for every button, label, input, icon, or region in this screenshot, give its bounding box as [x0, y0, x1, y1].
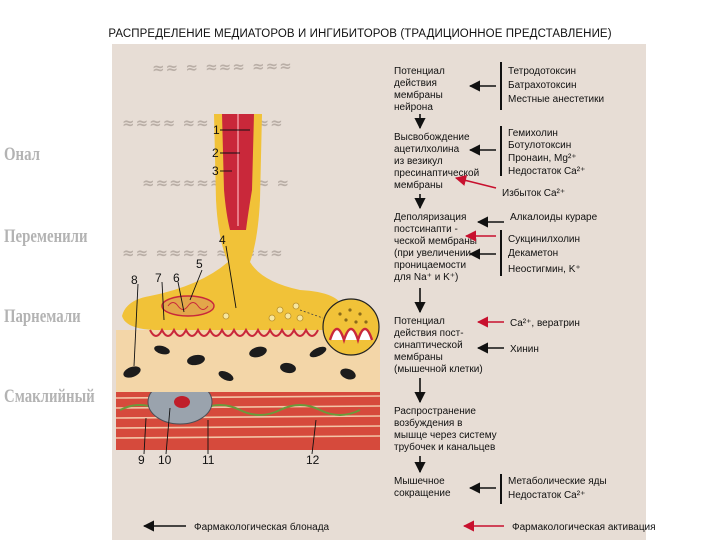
label-3: 3	[212, 164, 219, 178]
step-muscle-contraction: Мышечное сокращение	[394, 476, 451, 499]
agent-column: Тетродотоксин Батрахотоксин Местные анес…	[500, 62, 607, 504]
step-line: постсинапти -	[394, 224, 458, 235]
agent-bracket	[500, 62, 502, 110]
agent-line: Батрахотоксин	[508, 80, 576, 91]
agent-line: Недостаток Ca²⁺	[508, 490, 585, 501]
step-line: из везикул	[394, 156, 443, 167]
agent-line: Избыток Ca²⁺	[502, 187, 565, 199]
leader-lines	[133, 129, 317, 455]
step-line: проницаемости	[394, 260, 466, 271]
legend-activation-label: Фармакологическая активация	[512, 522, 656, 533]
nerve-axon	[122, 114, 345, 337]
agent-line: Метаболические яды	[508, 475, 607, 487]
label-9: 9	[138, 453, 145, 467]
agent-line: Тетродотоксин	[508, 66, 576, 77]
label-1: 1	[213, 123, 220, 137]
step-line: возбуждения в	[394, 417, 462, 429]
step-line: Мышечное	[394, 476, 445, 487]
step-line: Высвобождение	[394, 131, 470, 143]
agent-line: Недостаток Ca²⁺	[508, 166, 585, 177]
label-8: 8	[131, 273, 138, 287]
step-line: Распространение	[394, 406, 476, 417]
step-line: мышце через систему	[394, 430, 497, 441]
label-12: 12	[306, 453, 320, 467]
agent-bracket	[500, 474, 502, 504]
effect-arrows	[454, 80, 504, 494]
step-line: действия пост-	[394, 328, 464, 339]
side-label: Парнемали	[4, 306, 81, 327]
legend: Фармакологическая блонада Фармакологичес…	[142, 520, 656, 533]
step-line: мембраны	[394, 179, 443, 191]
step-line: ацетилхолина	[394, 144, 460, 155]
step-neuron-action-potential: Потенциал действия мембраны нейрона	[394, 66, 445, 113]
legend-blockade-label: Фармакологическая блонада	[194, 521, 330, 533]
label-6: 6	[173, 271, 180, 285]
magnified-synapse-inset	[299, 298, 380, 356]
label-5: 5	[196, 257, 203, 271]
label-4: 4	[219, 233, 226, 247]
step-line: для Na⁺ и K⁺)	[394, 272, 458, 283]
agent-bracket	[500, 126, 502, 176]
step-depolarization: Деполяризация постсинапти - ческой мембр…	[394, 212, 477, 283]
step-line: ческой мембраны	[394, 235, 477, 247]
step-line: Деполяризация	[394, 212, 466, 223]
step-line: нейрона	[394, 102, 433, 113]
step-line: Потенциал	[394, 66, 445, 77]
step-line: (при увеличении	[394, 248, 471, 259]
side-label: Смаклийный	[4, 386, 95, 407]
side-label: Онал	[4, 144, 40, 165]
step-line: пресинаптической	[394, 168, 479, 179]
step-line: (мышечной клетки)	[394, 364, 483, 375]
step-line: сокращение	[394, 488, 451, 499]
agent-line: Ca²⁺, вератрин	[510, 318, 580, 329]
side-label: Переменили	[4, 226, 88, 247]
step-postsynaptic-action-potential: Потенциал действия пост- синаптической м…	[394, 316, 483, 375]
agent-bracket	[500, 230, 502, 276]
step-column: Потенциал действия мембраны нейрона Высв…	[394, 66, 497, 499]
step-acetylcholine-release: Высвобождение ацетилхолина из везикул пр…	[394, 131, 479, 191]
label-11: 11	[202, 453, 215, 467]
step-line: синаптической	[394, 340, 463, 351]
agent-line: Местные анестетики	[508, 94, 604, 105]
agent-line: Декаметон	[508, 248, 558, 259]
activation-arrow	[454, 175, 497, 189]
step-line: действия	[394, 78, 437, 89]
agent-line: Хинин	[510, 344, 539, 355]
agent-line: Гемихолин	[508, 128, 558, 139]
slide-title: РАСПРЕДЕЛЕНИЕ МЕДИАТОРОВ И ИНГИБИТОРОВ (…	[108, 28, 612, 40]
label-10: 10	[158, 453, 172, 467]
agent-line: Сукцинилхолин	[508, 234, 580, 245]
step-line: мембраны	[394, 351, 443, 363]
label-7: 7	[155, 271, 162, 285]
agent-line: Ботулотоксин	[508, 140, 571, 151]
step-excitation-spread: Распространение возбуждения в мышце чере…	[394, 406, 497, 453]
agent-line: Пронаин, Mg²⁺	[508, 153, 577, 164]
agent-line: Алкалоиды кураре	[510, 212, 598, 223]
step-line: мембраны	[394, 89, 443, 101]
step-line: Потенциал	[394, 316, 445, 327]
step-line: трубочек и канальцев	[394, 441, 495, 453]
label-2: 2	[212, 146, 219, 160]
agent-line: Неостигмин, K⁺	[508, 264, 581, 275]
